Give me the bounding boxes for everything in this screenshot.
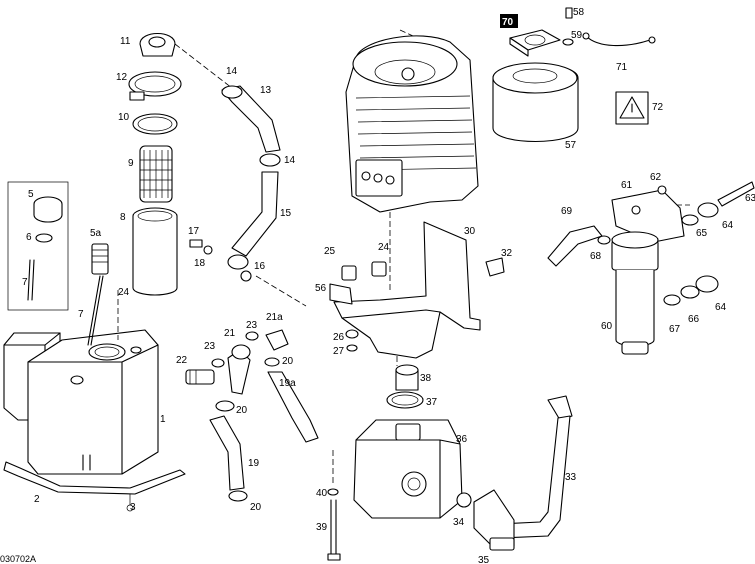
callout-labels: 1 2 3 5 5a 6 7 7 8 9 10 11 12 13 14 14 1… xyxy=(22,7,755,564)
callout-70: 70 xyxy=(502,17,514,28)
callout-65: 65 xyxy=(696,228,708,239)
callout-40: 40 xyxy=(316,488,328,499)
callout-17: 17 xyxy=(188,226,200,237)
callout-24-left: 24 xyxy=(118,287,130,298)
callout-56: 56 xyxy=(315,283,327,294)
callout-71: 71 xyxy=(616,62,628,73)
callout-5: 5 xyxy=(28,189,34,200)
callout-19: 19 xyxy=(248,458,260,469)
callout-7-upper: 7 xyxy=(22,277,28,288)
callout-36: 36 xyxy=(456,434,468,445)
callout-30: 30 xyxy=(464,226,476,237)
hose-lower xyxy=(209,357,319,502)
filter-assembly xyxy=(128,32,182,296)
pump-bolt xyxy=(327,488,341,561)
fan-cover xyxy=(492,62,579,142)
breather-plug xyxy=(87,243,109,346)
callout-64-lower: 64 xyxy=(715,302,727,313)
callout-8: 8 xyxy=(120,212,126,223)
callout-16: 16 xyxy=(254,261,266,272)
mounting-bracket xyxy=(329,221,505,359)
callout-27: 27 xyxy=(333,346,345,357)
callout-23-left: 23 xyxy=(204,341,216,352)
callout-23-right: 23 xyxy=(246,320,258,331)
callout-13: 13 xyxy=(260,85,272,96)
callout-14-upper: 14 xyxy=(226,66,238,77)
callout-5a: 5a xyxy=(90,228,102,239)
callout-69: 69 xyxy=(561,206,573,217)
callout-18: 18 xyxy=(194,258,206,269)
callout-59: 59 xyxy=(571,30,583,41)
callout-3: 3 xyxy=(130,502,136,513)
return-filter xyxy=(547,181,755,355)
callout-25: 25 xyxy=(324,246,336,257)
callout-61: 61 xyxy=(621,180,633,191)
callout-19a: 19a xyxy=(279,378,296,389)
callout-2: 2 xyxy=(34,494,40,505)
callout-33: 33 xyxy=(565,472,577,483)
hose-upper xyxy=(189,85,281,282)
callout-21: 21 xyxy=(224,328,236,339)
callout-20-bottom: 20 xyxy=(250,502,262,513)
callout-20-left: 20 xyxy=(236,405,248,416)
callout-14-lower: 14 xyxy=(284,155,296,166)
callout-9: 9 xyxy=(128,158,134,169)
callout-6: 6 xyxy=(26,232,32,243)
electric-motor xyxy=(345,35,479,213)
callout-35: 35 xyxy=(478,555,490,564)
callout-12: 12 xyxy=(116,72,128,83)
pressure-pipe xyxy=(473,395,573,551)
callout-26: 26 xyxy=(333,332,345,343)
callout-34: 34 xyxy=(453,517,465,528)
callout-7-lower: 7 xyxy=(78,309,84,320)
callout-67: 67 xyxy=(669,324,681,335)
callout-39: 39 xyxy=(316,522,328,533)
dipstick-inset xyxy=(7,181,69,311)
fan-unit xyxy=(509,7,656,57)
callout-32: 32 xyxy=(501,248,513,259)
callout-38: 38 xyxy=(420,373,432,384)
callout-20-right: 20 xyxy=(282,356,294,367)
callout-68: 68 xyxy=(590,251,602,262)
callout-72: 72 xyxy=(652,102,664,113)
callout-24-right: 24 xyxy=(378,242,390,253)
callout-70-badge: 70 xyxy=(500,14,518,28)
callout-22: 22 xyxy=(176,355,188,366)
callout-11: 11 xyxy=(120,36,131,47)
callout-1: 1 xyxy=(160,414,166,425)
callout-60: 60 xyxy=(601,321,613,332)
callout-15: 15 xyxy=(280,208,292,219)
callout-66: 66 xyxy=(688,314,700,325)
tank-strap xyxy=(3,461,186,512)
oil-tank xyxy=(3,329,159,475)
callout-58: 58 xyxy=(573,7,585,18)
callout-63: 63 xyxy=(745,193,755,204)
callout-37: 37 xyxy=(426,397,438,408)
hydraulic-pump xyxy=(353,364,472,519)
callout-57: 57 xyxy=(565,140,577,151)
fittings-left xyxy=(185,329,289,395)
drawing-reference: 030702A xyxy=(0,554,36,564)
callout-64-upper: 64 xyxy=(722,220,734,231)
warning-label xyxy=(615,91,649,125)
callout-62: 62 xyxy=(650,172,662,183)
callout-21a: 21a xyxy=(266,312,283,323)
callout-10: 10 xyxy=(118,112,130,123)
